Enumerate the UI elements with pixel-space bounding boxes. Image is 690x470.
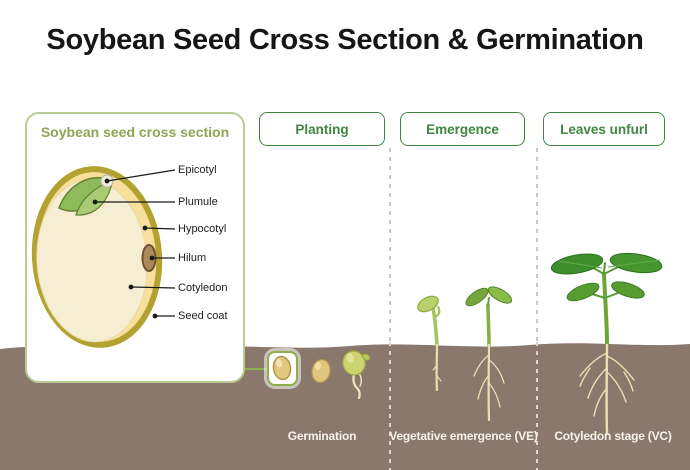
section-divider-2-sky xyxy=(536,148,538,342)
panel-title: Soybean seed cross section xyxy=(40,124,230,140)
hypocotyl-hook-seedling-illustration xyxy=(417,295,442,392)
label-hilum: Hilum xyxy=(178,252,207,264)
section-divider-1-sky xyxy=(389,148,391,342)
page-title: Soybean Seed Cross Section & Germination xyxy=(46,24,644,56)
panel-to-seed-connector-line xyxy=(245,368,269,370)
label-seed-coat: Seed coat xyxy=(178,310,228,322)
planted-seed-box xyxy=(267,351,298,386)
soil-label-vegetative-emergence: Vegetative emergence (VE) xyxy=(389,429,538,443)
soil-label-cotyledon-stage: Cotyledon stage (VC) xyxy=(554,429,672,443)
germinating-seed-illustration xyxy=(342,350,371,400)
seed-cross-section-panel: Soybean seed cross section xyxy=(25,112,245,383)
bare-seed-icon xyxy=(311,358,331,384)
label-cotyledon: Cotyledon xyxy=(178,282,228,294)
stage-box-planting: Planting xyxy=(259,112,385,146)
seed-cross-section-illustration xyxy=(31,166,176,348)
section-divider-1-soil xyxy=(389,342,391,470)
label-hypocotyl: Hypocotyl xyxy=(178,223,227,235)
stage-box-emergence: Emergence xyxy=(400,112,525,146)
section-divider-2-soil xyxy=(536,342,538,470)
cotyledon-seedling-illustration xyxy=(465,286,513,422)
label-plumule: Plumule xyxy=(178,196,218,208)
label-epicotyl: Epicotyl xyxy=(178,164,217,176)
soil-label-germination: Germination xyxy=(287,429,357,443)
planted-seed-icon xyxy=(272,355,292,381)
vc-plant-illustration xyxy=(550,252,663,435)
stage-box-leaves-unfurl: Leaves unfurl xyxy=(543,112,665,146)
